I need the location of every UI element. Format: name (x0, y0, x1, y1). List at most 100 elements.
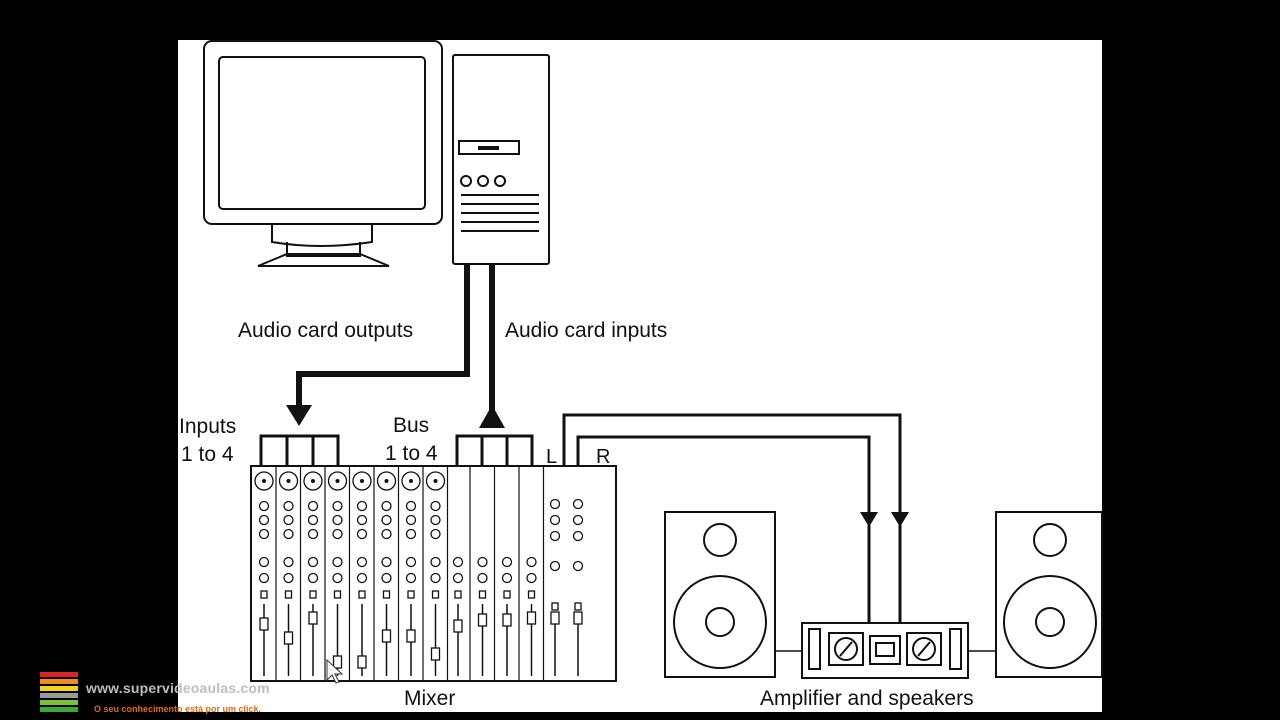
mute-button-icon (551, 602, 559, 611)
bus-connectors (455, 434, 534, 466)
watermark-slogan: O seu conhecimento está por um click. (94, 704, 262, 714)
knob-icon (381, 572, 392, 584)
knob-icon (258, 556, 270, 568)
knob-icon (356, 528, 368, 540)
label-bus-range: 1 to 4 (385, 442, 438, 465)
mute-button-icon (503, 590, 511, 599)
watermark-url: www.supervideoaulas.com (86, 680, 270, 696)
arrow-up-to-card (479, 405, 505, 428)
amplifier-icon (801, 622, 969, 679)
knob-icon (332, 500, 343, 512)
fader-cap-icon (308, 611, 318, 625)
mute-button-icon (309, 590, 317, 599)
label-inputs: Inputs (179, 415, 236, 438)
fader-cap-icon (406, 629, 416, 643)
knob-icon (526, 572, 537, 584)
label-audio-card-outputs: Audio card outputs (238, 319, 413, 342)
label-audio-card-inputs: Audio card inputs (505, 319, 667, 342)
knob-icon (405, 556, 417, 568)
label-left-channel: L (546, 446, 557, 468)
knob-icon (572, 498, 584, 510)
label-bus: Bus (393, 414, 429, 437)
xlr-pin (311, 479, 315, 483)
xlr-pin (262, 479, 266, 483)
xlr-pin (335, 479, 340, 483)
mute-button-icon (431, 590, 440, 599)
knob-icon (307, 572, 319, 584)
mute-button-icon (478, 590, 487, 599)
watermark: www.supervideoaulas.com O seu conhecimen… (40, 672, 340, 718)
knob-icon (477, 572, 488, 584)
knob-icon (477, 556, 488, 568)
monitor-icon (203, 40, 443, 267)
mouse-cursor-icon (326, 658, 344, 684)
label-right-channel: R (596, 446, 610, 468)
knob-icon (549, 530, 561, 542)
knob-icon (549, 560, 561, 572)
knob-icon (430, 500, 441, 512)
mute-button-icon (527, 590, 536, 599)
xlr-pin (360, 479, 364, 483)
knob-icon (405, 514, 417, 526)
mute-button-icon (284, 590, 293, 599)
knob-icon (258, 572, 270, 584)
xlr-pin (409, 479, 413, 483)
knob-icon (405, 528, 417, 540)
knob-icon (501, 556, 513, 568)
knob-icon (332, 514, 343, 526)
fader-cap-icon (502, 613, 512, 627)
knob-icon (283, 572, 294, 584)
arrow-down-to-inputs (286, 405, 312, 426)
audio-card-cables (296, 264, 495, 428)
mute-button-icon (358, 590, 366, 599)
label-inputs-range: 1 to 4 (181, 443, 234, 466)
knob-icon (258, 500, 270, 512)
knob-icon (381, 500, 392, 512)
knob-icon (283, 528, 294, 540)
supervideoaulas-logo-icon (40, 672, 78, 716)
fader-cap-icon (430, 647, 441, 661)
knob-icon (572, 560, 584, 572)
arrow-right-channel (891, 512, 909, 527)
knob-icon (356, 514, 368, 526)
knob-icon (452, 572, 464, 584)
knob-icon (452, 556, 464, 568)
knob-icon (283, 500, 294, 512)
knob-icon (430, 572, 441, 584)
knob-icon (501, 572, 513, 584)
mute-button-icon (407, 590, 415, 599)
knob-icon (430, 528, 441, 540)
knob-icon (381, 556, 392, 568)
fader-cap-icon (526, 611, 537, 625)
fader-cap-icon (477, 613, 488, 627)
fader-cap-icon (332, 655, 343, 669)
mute-button-icon (333, 590, 342, 599)
knob-icon (381, 514, 392, 526)
fader-cap-icon (573, 611, 583, 625)
output-cable (296, 264, 470, 408)
knob-icon (572, 530, 584, 542)
xlr-pin (286, 479, 291, 483)
knob-icon (258, 528, 270, 540)
mixer-icon (250, 465, 617, 682)
knob-icon (526, 556, 537, 568)
mute-button-icon (454, 590, 462, 599)
knob-icon (405, 572, 417, 584)
knob-icon (307, 514, 319, 526)
knob-icon (381, 528, 392, 540)
knob-icon (356, 556, 368, 568)
knob-icon (258, 514, 270, 526)
fader-cap-icon (259, 617, 269, 631)
knob-icon (332, 556, 343, 568)
knob-icon (307, 500, 319, 512)
fader-cap-icon (381, 629, 392, 643)
fader-cap-icon (357, 655, 367, 669)
knob-icon (430, 514, 441, 526)
label-amplifier-speakers: Amplifier and speakers (760, 687, 974, 710)
fader-cap-icon (550, 611, 560, 625)
mute-button-icon (574, 602, 582, 611)
knob-icon (332, 528, 343, 540)
knob-icon (572, 514, 584, 526)
knob-icon (332, 572, 343, 584)
